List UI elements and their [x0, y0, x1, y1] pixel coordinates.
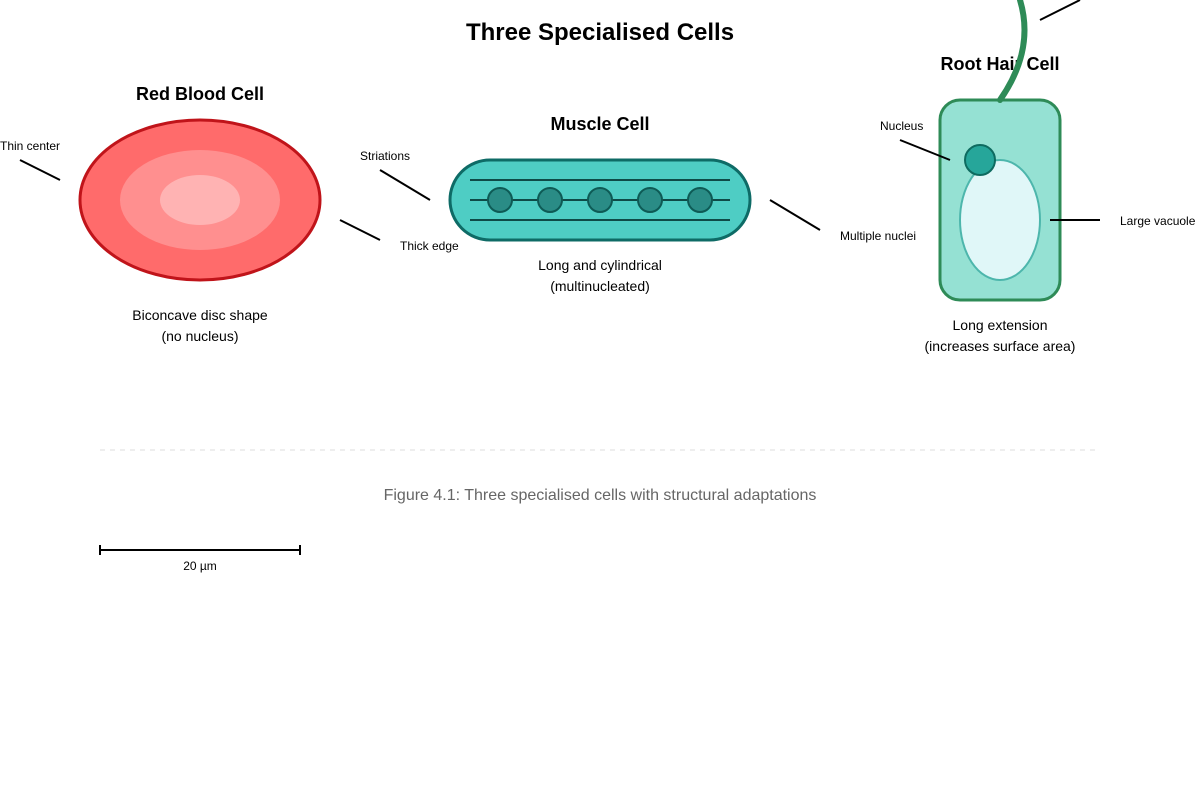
- muscle-cell-desc-line2: (multinucleated): [550, 278, 650, 294]
- root-hair-vacuole: [959, 159, 1041, 281]
- root-hair-cell-group: Root Hair Cell Nucleus Large vacuole Lon…: [880, 0, 1196, 354]
- thin-center-label: Thin center: [0, 139, 60, 153]
- red-blood-cell-desc-line2: (no nucleus): [161, 328, 238, 344]
- root-hair-cell-desc-line2: (increases surface area): [925, 338, 1076, 354]
- red-blood-cell-desc-line1: Biconcave disc shape: [132, 307, 268, 323]
- muscle-nucleus: [537, 187, 563, 213]
- diagram-title: Three Specialised Cells: [466, 19, 734, 46]
- multiple-nuclei-label: Multiple nuclei: [840, 229, 916, 243]
- muscle-nucleus: [687, 187, 713, 213]
- multiple-nuclei-leader-line: [769, 199, 821, 231]
- nucleus-label: Nucleus: [880, 119, 923, 133]
- muscle-cell-title: Muscle Cell: [550, 114, 649, 134]
- root-hair-extension: [997, 0, 1028, 103]
- red-blood-cell-title: Red Blood Cell: [136, 84, 264, 104]
- root-hair-nucleus: [964, 144, 996, 176]
- root-hair-cell-desc-line1: Long extension: [953, 317, 1048, 333]
- thick-edge-leader-line: [339, 219, 381, 241]
- muscle-cell-group: Muscle Cell Striations Multiple nuclei L…: [360, 114, 916, 294]
- muscle-nucleus: [487, 187, 513, 213]
- muscle-nucleus: [637, 187, 663, 213]
- muscle-nucleus: [587, 187, 613, 213]
- thick-edge-label: Thick edge: [400, 239, 459, 253]
- muscle-cell-desc-line1: Long and cylindrical: [538, 257, 662, 273]
- scale-bar: 20 µm: [99, 545, 301, 573]
- root-hair-leader-line: [1039, 0, 1081, 21]
- scale-bar-label: 20 µm: [183, 559, 217, 573]
- striations-label: Striations: [360, 149, 410, 163]
- figure-caption: Figure 4.1: Three specialised cells with…: [384, 487, 817, 504]
- striations-leader-line: [379, 169, 431, 201]
- nucleus-leader-line: [899, 139, 951, 161]
- red-blood-cell-group: Red Blood Cell Thin center Thick edge Bi…: [0, 84, 459, 344]
- root-hair-cell-title: Root Hair Cell: [940, 54, 1059, 74]
- red-blood-cell-center: [160, 175, 240, 225]
- thin-center-leader-line: [19, 159, 61, 181]
- large-vacuole-label: Large vacuole: [1120, 214, 1196, 228]
